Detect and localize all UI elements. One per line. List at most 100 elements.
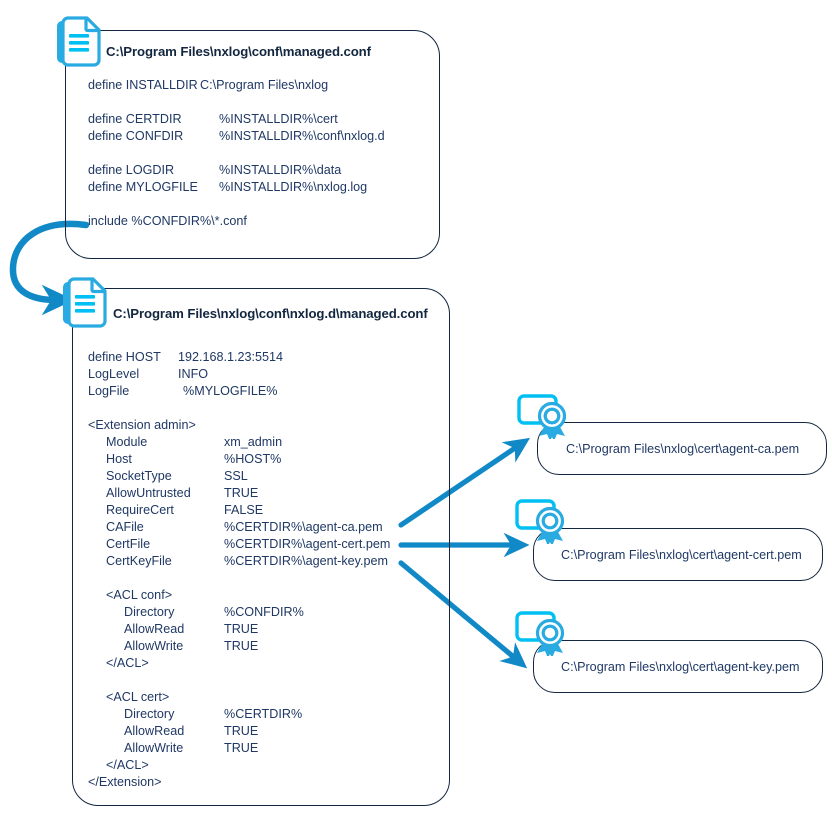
config-line: Directory %CONFDIR% <box>88 604 390 621</box>
certificate-icon <box>517 394 567 439</box>
config-value: TRUE <box>224 724 259 738</box>
config-key: RequireCert <box>106 503 174 517</box>
certificate-icon <box>515 611 565 656</box>
config-value: TRUE <box>224 639 259 653</box>
config-value: INFO <box>178 367 209 381</box>
config-line: <ACL cert> <box>88 689 390 706</box>
config-value: %INSTALLDIR%\data <box>219 163 342 177</box>
config-value: %CERTDIR% <box>224 707 303 721</box>
config-key: LogLevel <box>88 367 140 381</box>
config-key: AllowRead <box>124 622 185 636</box>
document-icon <box>57 16 101 67</box>
config-line: Host %HOST% <box>88 451 390 468</box>
config-line: <ACL conf> <box>88 587 390 604</box>
config-key: </Extension> <box>88 775 162 789</box>
config-value: C:\Program Files\nxlog <box>200 78 329 92</box>
config-key: define HOST <box>88 350 161 364</box>
config-value: FALSE <box>224 503 264 517</box>
config-value: TRUE <box>224 741 259 755</box>
config-key: <Extension admin> <box>88 418 196 432</box>
config-key: include %CONFDIR%\*.conf <box>88 214 247 228</box>
config-value: %CONFDIR% <box>224 605 304 619</box>
config-key: AllowRead <box>124 724 185 738</box>
config-line: AllowRead TRUE <box>88 621 390 638</box>
config-value: %CERTDIR%\agent-key.pem <box>224 554 389 568</box>
document-icon <box>63 277 107 328</box>
config-line: </ACL> <box>88 655 390 672</box>
config-key: define CERTDIR <box>88 112 182 126</box>
config-line: </Extension> <box>88 774 390 791</box>
config-line: LogLevel INFO <box>88 366 390 383</box>
config-line: CAFile %CERTDIR%\agent-ca.pem <box>88 519 390 536</box>
certificate-icon <box>515 499 565 544</box>
config-value: %INSTALLDIR%\conf\nxlog.d <box>219 129 385 143</box>
config-line: define MYLOGFILE %INSTALLDIR%\nxlog.log <box>88 179 385 196</box>
config-value: %INSTALLDIR%\cert <box>219 112 338 126</box>
config-value: xm_admin <box>224 435 283 449</box>
config-key: AllowUntrusted <box>106 486 191 500</box>
config-value: %INSTALLDIR%\nxlog.log <box>219 180 368 194</box>
config-key: define CONFDIR <box>88 129 184 143</box>
config-key: CertKeyFile <box>106 554 172 568</box>
config-key: LogFile <box>88 384 130 398</box>
config-line: AllowWrite TRUE <box>88 638 390 655</box>
config-key: </ACL> <box>106 758 149 772</box>
config-key: </ACL> <box>106 656 149 670</box>
config-line <box>88 400 390 417</box>
config-line: define CERTDIR %INSTALLDIR%\cert <box>88 111 385 128</box>
config-key: Module <box>106 435 148 449</box>
config-line: LogFile %MYLOGFILE% <box>88 383 390 400</box>
cert-file-box <box>537 422 827 475</box>
config-line: CertFile %CERTDIR%\agent-cert.pem <box>88 536 390 553</box>
cert-file-label: C:\Program Files\nxlog\cert\agent-key.pe… <box>561 660 800 674</box>
card-title-nxlogd-managed-conf: C:\Program Files\nxlog\conf\nxlog.d\mana… <box>113 306 428 321</box>
config-line: CertKeyFile %CERTDIR%\agent-key.pem <box>88 553 390 570</box>
config-line <box>88 570 390 587</box>
config-value: SSL <box>224 469 248 483</box>
config-key: AllowWrite <box>124 639 184 653</box>
config-line: AllowRead TRUE <box>88 723 390 740</box>
cert-file-label: C:\Program Files\nxlog\cert\agent-cert.p… <box>561 548 802 562</box>
config-value: %HOST% <box>224 452 282 466</box>
config-key: define LOGDIR <box>88 163 175 177</box>
config-value: %CERTDIR%\agent-cert.pem <box>224 537 391 551</box>
config-key: <ACL cert> <box>106 690 170 704</box>
config-line: <Extension admin> <box>88 417 390 434</box>
config-key: Host <box>106 452 132 466</box>
config-line: Directory %CERTDIR% <box>88 706 390 723</box>
config-line: </ACL> <box>88 757 390 774</box>
card-title-managed-conf: C:\Program Files\nxlog\conf\managed.conf <box>106 44 371 59</box>
config-line: AllowWrite TRUE <box>88 740 390 757</box>
config-line <box>88 145 385 162</box>
config-value: %CERTDIR%\agent-ca.pem <box>224 520 383 534</box>
config-line: define HOST 192.168.1.23:5514 <box>88 349 390 366</box>
config-line <box>88 94 385 111</box>
config-line: include %CONFDIR%\*.conf <box>88 213 385 230</box>
config-line: define LOGDIR %INSTALLDIR%\data <box>88 162 385 179</box>
config-key: AllowWrite <box>124 741 184 755</box>
config-key: CAFile <box>106 520 144 534</box>
config-value: %MYLOGFILE% <box>183 384 278 398</box>
config-line: define CONFDIR %INSTALLDIR%\conf\nxlog.d <box>88 128 385 145</box>
config-card-managed-conf <box>65 30 440 259</box>
cert-file-box <box>533 528 823 581</box>
config-key: <ACL conf> <box>106 588 173 602</box>
config-line: SocketType SSL <box>88 468 390 485</box>
config-key: Directory <box>124 707 175 721</box>
config-line <box>88 196 385 213</box>
config-value: 192.168.1.23:5514 <box>178 350 284 364</box>
config-key: define MYLOGFILE <box>88 180 198 194</box>
config-value: TRUE <box>224 622 259 636</box>
config-key: CertFile <box>106 537 151 551</box>
config-line: AllowUntrusted TRUE <box>88 485 390 502</box>
cert-file-box <box>533 640 823 693</box>
config-line: Module xm_admin <box>88 434 390 451</box>
config-key: SocketType <box>106 469 172 483</box>
config-value: TRUE <box>224 486 259 500</box>
config-key: define INSTALLDIR <box>88 78 198 92</box>
config-key: Directory <box>124 605 175 619</box>
